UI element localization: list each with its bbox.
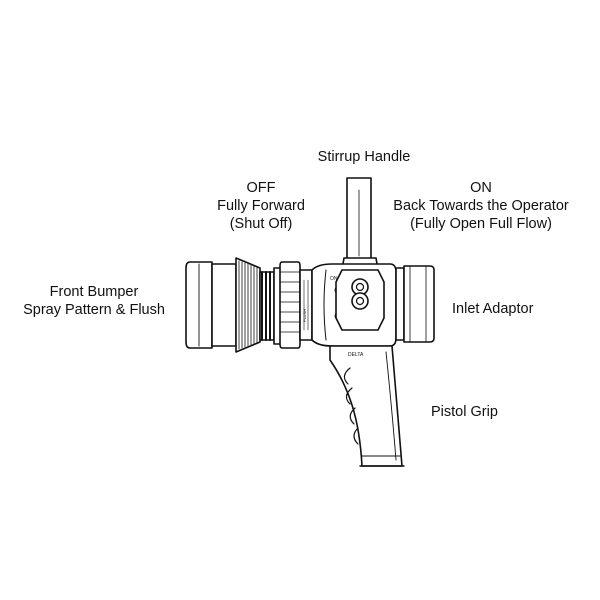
front-bumper-title: Front Bumper <box>49 284 139 300</box>
on-line-2: Back Towards the Operator <box>393 198 569 214</box>
front-bumper-label: Front Bumper Spray Pattern & Flush <box>23 283 165 319</box>
off-position-label: OFF Fully Forward (Shut Off) <box>217 179 305 233</box>
pistol-grip-label: Pistol Grip <box>431 404 498 420</box>
front-bumper <box>185 261 237 349</box>
pistol-grip <box>329 345 405 467</box>
stirrup-handle <box>341 177 379 271</box>
svg-text:ON: ON <box>330 276 338 282</box>
svg-text:FLUSH: FLUSH <box>302 309 307 322</box>
selector-rings <box>259 261 313 349</box>
body-markings: ON FLUSH <box>302 276 338 322</box>
off-line-2: Fully Forward <box>217 198 305 214</box>
off-line-3: (Shut Off) <box>229 216 293 232</box>
inlet-adaptor <box>395 265 435 343</box>
on-line-3: (Fully Open Full Flow) <box>410 216 552 232</box>
grip-brand: DELTA <box>348 352 364 358</box>
off-title: OFF <box>246 180 276 196</box>
on-title: ON <box>470 180 492 196</box>
inlet-adaptor-label: Inlet Adaptor <box>452 301 534 317</box>
on-position-label: ON Back Towards the Operator (Fully Open… <box>393 179 568 233</box>
valve-body <box>311 263 397 347</box>
stirrup-handle-label: Stirrup Handle <box>317 149 411 165</box>
front-bumper-subtitle: Spray Pattern & Flush <box>23 302 165 318</box>
pattern-ring <box>235 257 261 353</box>
